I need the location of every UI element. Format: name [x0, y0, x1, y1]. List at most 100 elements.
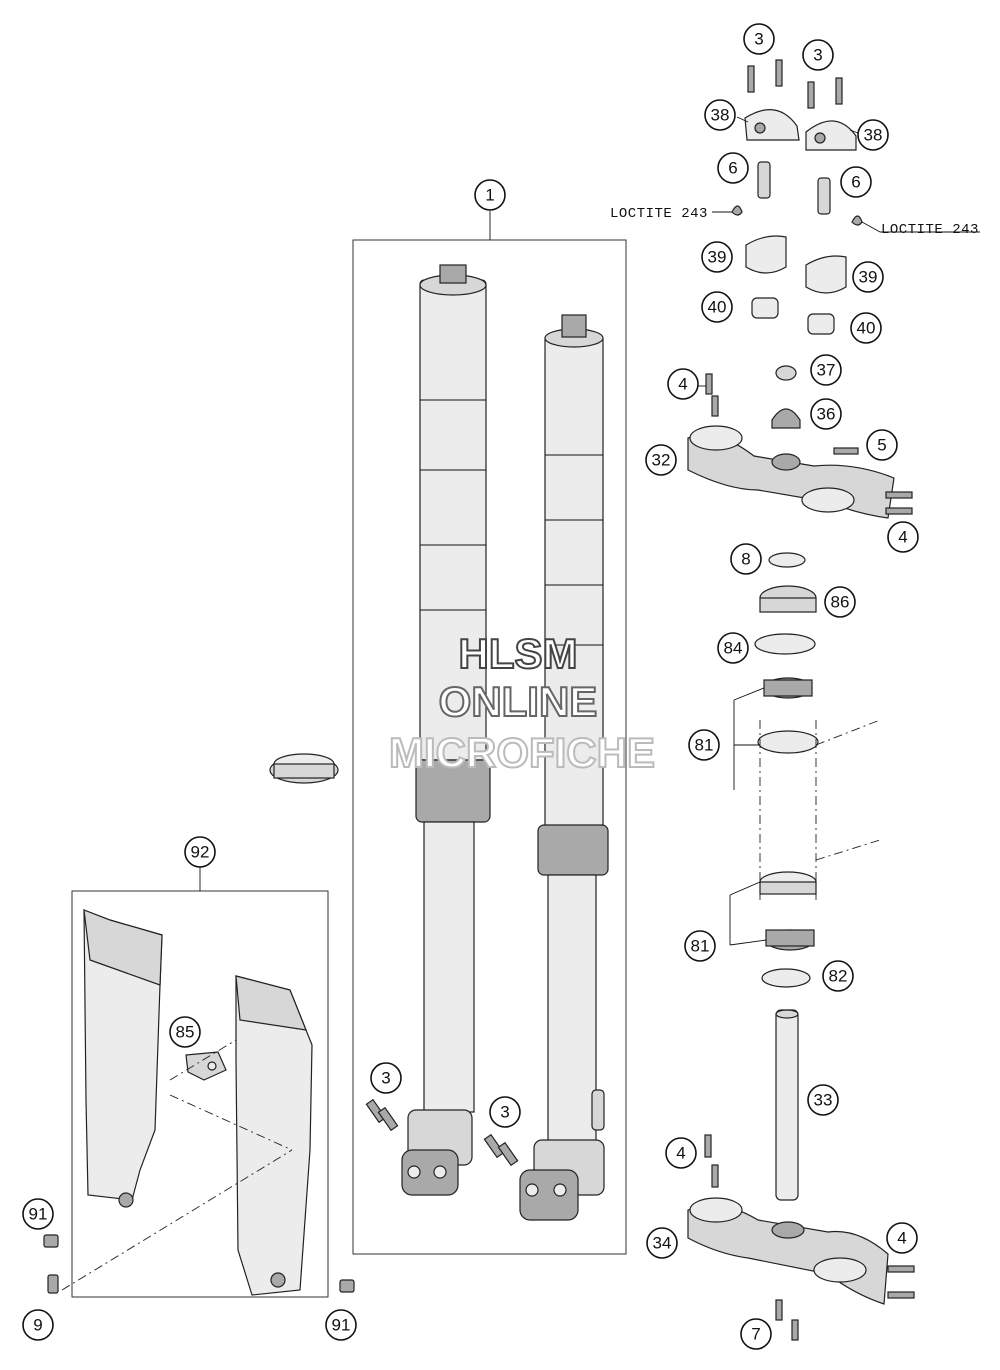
- upper-triple-clamp: [687, 373, 913, 519]
- lower-triple-clamp: [687, 1134, 915, 1341]
- callout-1[interactable]: 1: [474, 179, 506, 211]
- steering-nuts: [771, 365, 801, 429]
- protector-guideline-upper: [169, 1039, 237, 1081]
- leader-lines: [698, 116, 980, 946]
- watermark-line-1: HLSM: [459, 630, 578, 677]
- protector-screw-right: [339, 1279, 355, 1293]
- callout-5-label: 5: [877, 436, 886, 455]
- callout-39-right-label: 39: [859, 268, 878, 287]
- handlebar-clamp-upper-left: [744, 109, 800, 141]
- loctite-note-right: LOCTITE 243: [881, 222, 979, 238]
- callout-81-upper[interactable]: 81: [688, 729, 720, 761]
- frame-head-outline: [759, 719, 881, 900]
- callout-4-upper-left[interactable]: 4: [667, 368, 699, 400]
- callout-92-label: 92: [191, 843, 210, 862]
- fork-assembly-frame: [352, 211, 627, 1255]
- callout-40-right[interactable]: 40: [850, 312, 882, 344]
- lower-bearing-stack: [759, 871, 817, 988]
- fork-protector-left: [83, 909, 163, 1208]
- fork-clamp-bolts-left: [365, 1098, 399, 1132]
- callout-4-upper-right[interactable]: 4: [887, 521, 919, 553]
- callout-84[interactable]: 84: [717, 632, 749, 664]
- callout-86[interactable]: 86: [824, 586, 856, 618]
- fork-clamp-bolts-right: [483, 1133, 519, 1167]
- callout-7[interactable]: 7: [740, 1318, 772, 1350]
- callout-38-right[interactable]: 38: [857, 119, 889, 151]
- callout-3-top-left[interactable]: 3: [743, 23, 775, 55]
- callout-81-upper-label: 81: [695, 736, 714, 755]
- callout-81-lower[interactable]: 81: [684, 930, 716, 962]
- callout-6-left-label: 6: [728, 159, 737, 178]
- callout-84-label: 84: [724, 639, 743, 658]
- callout-91-right[interactable]: 91: [325, 1309, 357, 1341]
- callout-7-label: 7: [751, 1325, 760, 1344]
- callout-37-label: 37: [817, 361, 836, 380]
- callout-1-label: 1: [485, 186, 494, 205]
- callout-40-left[interactable]: 40: [701, 291, 733, 323]
- callout-32-label: 32: [652, 451, 671, 470]
- loctite-note-left-text: LOCTITE 243: [610, 206, 708, 222]
- callout-92[interactable]: 92: [184, 836, 216, 868]
- callout-40-left-label: 40: [708, 298, 727, 317]
- protector-bracket: [185, 1051, 227, 1081]
- protector-screw-lower: [47, 1274, 59, 1294]
- handlebar-clamp-upper-right: [805, 120, 857, 151]
- watermark: HLSM ONLINE MICROFICHE: [388, 629, 656, 777]
- callout-86-label: 86: [831, 593, 850, 612]
- protector-guideline-mid: [169, 1094, 293, 1151]
- callout-3-fork-left[interactable]: 3: [370, 1062, 402, 1094]
- fork-leg-left: [401, 264, 491, 1196]
- protector-guideline-lower: [61, 1149, 293, 1291]
- callout-34-label: 34: [653, 1234, 672, 1253]
- callout-39-right[interactable]: 39: [852, 261, 884, 293]
- callout-9-label: 9: [33, 1316, 42, 1335]
- callout-38-left[interactable]: 38: [704, 99, 736, 131]
- callout-4-lower-right-label: 4: [897, 1229, 906, 1248]
- callout-6-right-label: 6: [851, 173, 860, 192]
- callout-3-top-left-label: 3: [754, 30, 763, 49]
- callout-5[interactable]: 5: [866, 429, 898, 461]
- callout-82-label: 82: [829, 967, 848, 986]
- callout-8-label: 8: [741, 550, 750, 569]
- callout-32[interactable]: 32: [645, 444, 677, 476]
- callout-40-right-label: 40: [857, 319, 876, 338]
- callout-3-fork-right[interactable]: 3: [489, 1096, 521, 1128]
- steering-bearing-stack: [754, 552, 819, 754]
- callout-38-right-label: 38: [864, 126, 883, 145]
- protector-screw-upper: [43, 1234, 59, 1248]
- callout-37[interactable]: 37: [810, 354, 842, 386]
- callout-9[interactable]: 9: [22, 1309, 54, 1341]
- callout-39-left[interactable]: 39: [701, 241, 733, 273]
- callout-85[interactable]: 85: [169, 1016, 201, 1048]
- watermark-line-3: MICROFICHE: [389, 729, 655, 776]
- callout-91-left[interactable]: 91: [22, 1198, 54, 1230]
- steering-stem: [775, 1009, 799, 1201]
- callout-4-lower-left[interactable]: 4: [665, 1137, 697, 1169]
- callout-91-right-label: 91: [332, 1316, 351, 1335]
- callout-91-left-label: 91: [29, 1205, 48, 1224]
- callout-82[interactable]: 82: [822, 960, 854, 992]
- handlebar-clamp-lower-left: [745, 235, 787, 274]
- axle-ring: [269, 753, 339, 784]
- callout-39-left-label: 39: [708, 248, 727, 267]
- watermark-line-2: ONLINE: [439, 678, 598, 725]
- callout-33-label: 33: [814, 1091, 833, 1110]
- callout-4-lower-right[interactable]: 4: [886, 1222, 918, 1254]
- loctite-note-right-text: LOCTITE 243: [881, 222, 979, 238]
- callout-34[interactable]: 34: [646, 1227, 678, 1259]
- callout-3-top-right[interactable]: 3: [802, 39, 834, 71]
- callout-3-fork-right-label: 3: [500, 1103, 509, 1122]
- loctite-note-left: LOCTITE 243: [610, 206, 708, 222]
- callout-36[interactable]: 36: [810, 398, 842, 430]
- callout-8[interactable]: 8: [730, 543, 762, 575]
- callout-6-left[interactable]: 6: [717, 152, 749, 184]
- callout-4-lower-left-label: 4: [676, 1144, 685, 1163]
- fork-protector-frame: [71, 865, 329, 1298]
- callout-85-label: 85: [176, 1023, 195, 1042]
- callout-6-right[interactable]: 6: [840, 166, 872, 198]
- rubber-dampers: [751, 297, 835, 335]
- callout-33[interactable]: 33: [807, 1084, 839, 1116]
- callout-3-fork-left-label: 3: [381, 1069, 390, 1088]
- callout-3-top-right-label: 3: [813, 46, 822, 65]
